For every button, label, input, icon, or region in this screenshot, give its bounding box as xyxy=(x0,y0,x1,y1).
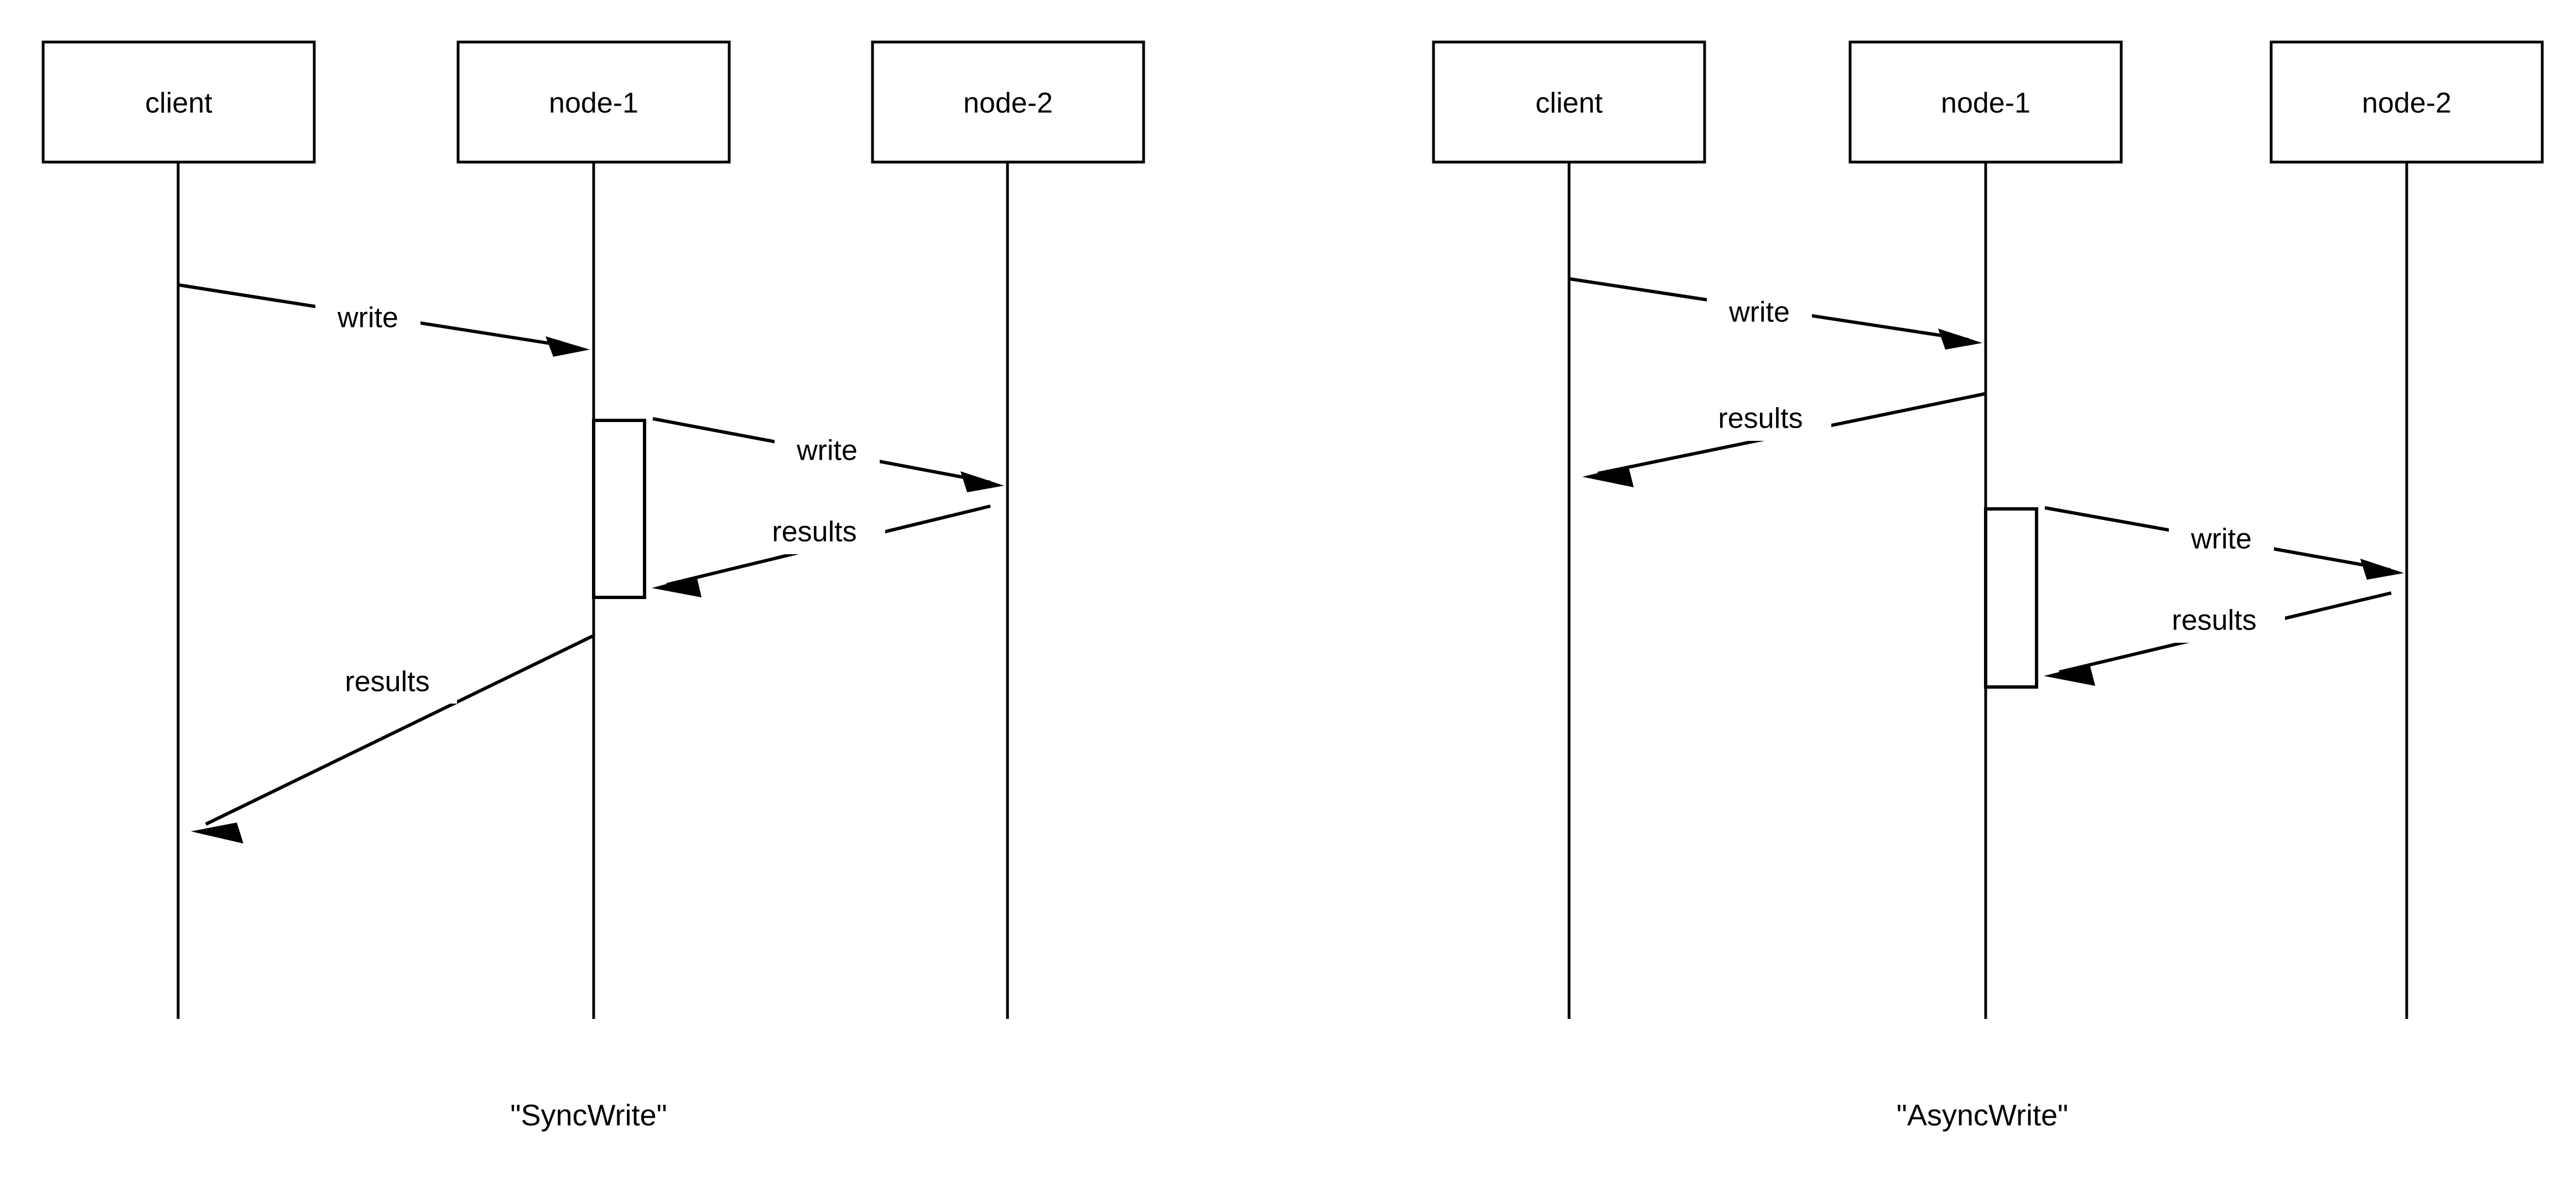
arrowhead-icon xyxy=(2360,559,2404,580)
message-label: write xyxy=(1728,296,1790,329)
participant-label-node-1: node-1 xyxy=(1941,87,2030,119)
message-label: results xyxy=(772,516,856,548)
participant-box-node-2[interactable] xyxy=(2269,40,2544,164)
label-backdrop xyxy=(2169,523,2274,561)
diagram-caption-async-write: "AsyncWrite" xyxy=(1897,1099,2068,1132)
label-backdrop xyxy=(1707,296,1812,335)
participant-box-node-1[interactable] xyxy=(456,40,731,164)
message-write-node1-to-node2[interactable]: write xyxy=(2044,506,2404,580)
message-label: write xyxy=(2190,523,2252,555)
participant-label-node-1: node-1 xyxy=(549,87,638,119)
arrowhead-icon xyxy=(2044,664,2095,686)
label-backdrop xyxy=(747,514,885,554)
participant-label-node-2: node-2 xyxy=(2362,87,2452,119)
label-backdrop xyxy=(319,664,457,704)
message-write-client-to-node1[interactable]: write xyxy=(178,283,590,357)
arrowhead-icon xyxy=(191,823,243,844)
arrowhead-icon xyxy=(546,336,590,357)
label-backdrop xyxy=(315,301,420,340)
label-backdrop xyxy=(775,434,880,473)
label-backdrop xyxy=(1693,401,1831,441)
message-label: results xyxy=(1718,403,1803,435)
message-label: results xyxy=(2172,605,2256,637)
activation-box-node-1 xyxy=(592,419,646,599)
arrowhead-icon xyxy=(1938,329,1982,350)
participant-box-node-2[interactable] xyxy=(871,40,1145,164)
message-results-node2-to-node1[interactable]: results xyxy=(2044,591,2392,686)
participant-box-node-1[interactable] xyxy=(1848,40,2123,164)
diagram-async-write: client node-1 node-2 write results xyxy=(1432,40,2544,1132)
diagram-caption-sync-write: "SyncWrite" xyxy=(510,1099,667,1132)
participant-label-client: client xyxy=(145,87,212,119)
message-results-node1-to-client[interactable]: results xyxy=(191,634,594,844)
activation-box-node-1 xyxy=(1984,507,2038,689)
participant-box-client[interactable] xyxy=(1432,40,1706,164)
message-write-node1-to-node2[interactable]: write xyxy=(652,417,1004,492)
message-label: write xyxy=(796,435,858,467)
participant-label-client: client xyxy=(1535,87,1603,119)
message-label: write xyxy=(337,302,398,334)
arrowhead-icon xyxy=(960,471,1004,492)
message-label: results xyxy=(345,666,429,698)
diagram-sync-write: client node-1 node-2 write write xyxy=(41,40,1145,1132)
message-results-node1-to-client[interactable]: results xyxy=(1582,392,1985,487)
message-line xyxy=(205,634,594,826)
message-results-node2-to-node1[interactable]: results xyxy=(652,504,991,597)
arrowhead-icon xyxy=(1582,466,1634,487)
participant-box-client[interactable] xyxy=(41,40,316,164)
message-write-client-to-node1[interactable]: write xyxy=(1569,277,1982,350)
label-backdrop xyxy=(2147,603,2285,643)
participant-label-node-2: node-2 xyxy=(963,87,1053,119)
arrowhead-icon xyxy=(652,576,702,597)
